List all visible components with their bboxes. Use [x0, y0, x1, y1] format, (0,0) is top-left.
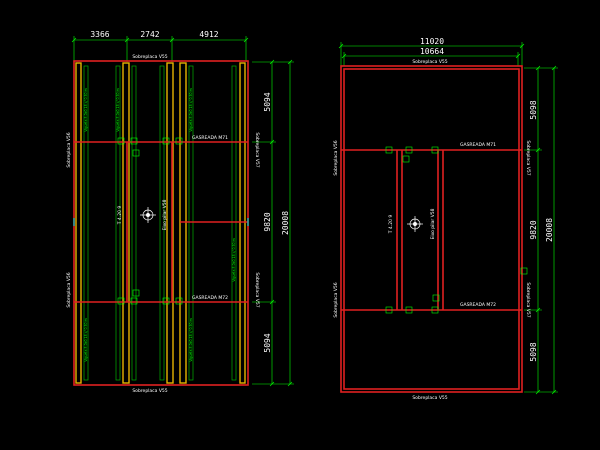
left-label-top: Sobreplaca V55 — [132, 54, 167, 60]
right-connectors — [385, 146, 528, 314]
right-dim-top-inner: 10664 — [420, 47, 444, 56]
left-label-right-top: Sobreplaca V57 — [254, 132, 260, 167]
right-dim-right-2: 9820 — [529, 220, 538, 239]
left-girder-bottom: GASREADA M72 — [192, 295, 228, 301]
right-girder-top: GASREADA M71 — [460, 142, 496, 148]
left-strip-text-4: Vigueta 8.0x0.18 c/ 0.50 m — [189, 88, 193, 131]
right-frame — [340, 65, 523, 393]
left-dim-top-2: 2742 — [140, 30, 159, 39]
left-right-dimensions — [252, 59, 294, 387]
left-dim-right-2: 9820 — [263, 212, 272, 231]
left-dim-top-1: 3366 — [90, 30, 109, 39]
right-plan: 11020 10664 5098 9820 5098 20008 — [333, 37, 558, 401]
left-strip-text-3: Vigueta 8.0x0.18 c/ 0.50 m — [116, 88, 120, 131]
left-connectors — [117, 137, 183, 305]
left-accents — [73, 218, 249, 226]
left-girder-top: GASREADA M71 — [192, 135, 228, 141]
left-mid-right: Eixo pilar V58 — [162, 199, 168, 230]
left-planks — [75, 62, 246, 384]
left-strip-text-5: Vigueta 8.0x0.18 c/ 0.50 m — [189, 318, 193, 361]
left-label-left-bottom: Sobreplaca V56 — [66, 272, 72, 307]
left-mid-left: T 4.20 9 — [117, 206, 123, 226]
right-dim-right-total: 20008 — [545, 218, 554, 242]
right-girder-bottom: GASREADA M72 — [460, 302, 496, 308]
left-label-right-bottom: Sobreplaca V57 — [254, 272, 260, 307]
right-top-dimensions — [338, 42, 525, 66]
left-frame — [73, 60, 249, 386]
right-right-dimensions — [524, 65, 558, 395]
right-label-bottom: Sobreplaca V55 — [412, 395, 447, 401]
left-dim-right-total: 20008 — [281, 211, 290, 235]
left-label-left-top: Sobreplaca V56 — [66, 132, 72, 167]
compass-icon — [407, 216, 423, 232]
left-joists — [83, 65, 237, 381]
right-label-right-bottom: Sobreplaca V57 — [525, 282, 531, 317]
left-strip-text-2: Vigueta 8.0x0.18 c/ 0.50 m — [84, 318, 88, 361]
left-plan: 3366 2742 4912 5094 9820 5094 20008 — [66, 30, 294, 394]
left-top-dimensions — [71, 36, 249, 62]
right-dim-right-1: 5098 — [529, 100, 538, 119]
left-strip-text-6: Vigueta 8.0x0.18 c/ 0.50 m — [232, 238, 236, 281]
right-dim-top-outer: 11020 — [420, 37, 444, 46]
right-mid-right: Eixo pilar V58 — [430, 208, 436, 239]
left-strip-text-1: Vigueta 8.0x0.18 c/ 0.50 m — [84, 88, 88, 131]
left-dim-top-3: 4912 — [199, 30, 218, 39]
right-mid-left: T 4.20 9 — [388, 215, 394, 235]
left-dim-right-1: 5094 — [263, 92, 272, 111]
right-label-right-top: Sobreplaca V57 — [525, 140, 531, 175]
right-label-left-top: Sobreplaca V56 — [333, 140, 339, 175]
right-label-left-bottom: Sobreplaca V56 — [333, 282, 339, 317]
left-label-bottom: Sobreplaca V55 — [132, 388, 167, 394]
compass-icon — [140, 207, 156, 223]
right-label-top: Sobreplaca V55 — [412, 59, 447, 65]
left-dim-right-3: 5094 — [263, 333, 272, 352]
right-dim-right-3: 5098 — [529, 342, 538, 361]
